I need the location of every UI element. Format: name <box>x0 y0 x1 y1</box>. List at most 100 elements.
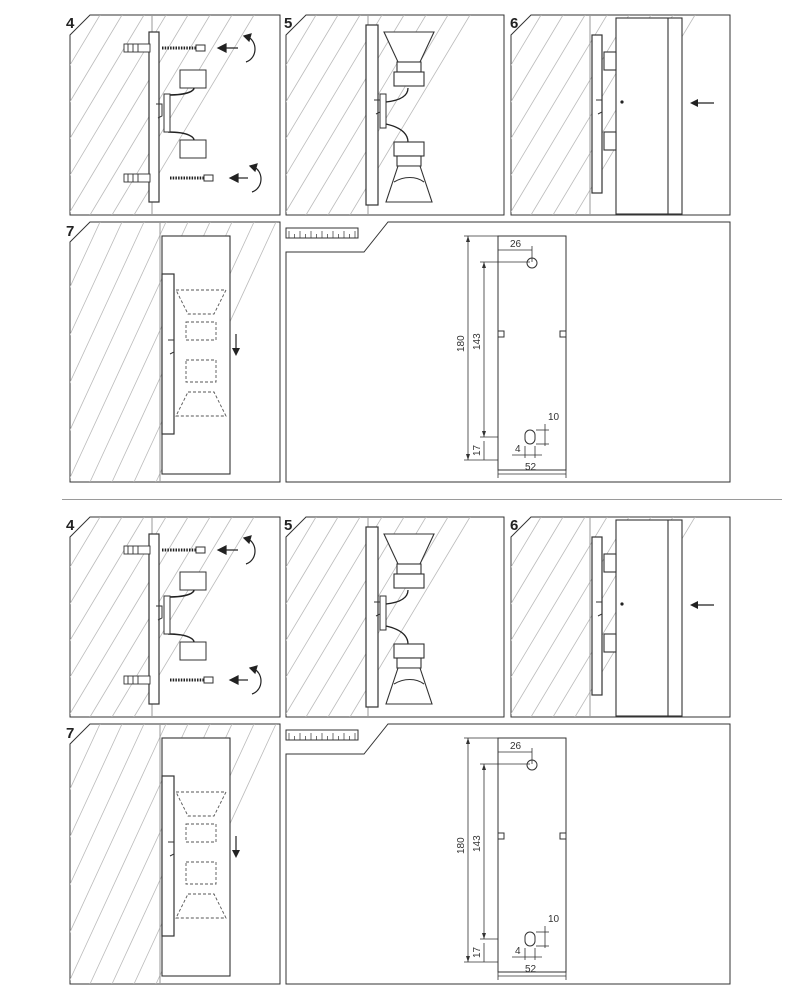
hatch-line <box>0 517 34 717</box>
hatch-line <box>286 517 317 717</box>
hidden-spotlights <box>175 791 227 919</box>
step-7-label: 7 <box>66 223 74 240</box>
terminal-clip <box>156 595 171 635</box>
step-7-panel: 7 <box>0 221 281 483</box>
hatch-line <box>70 222 123 482</box>
drilling-template-panel: 26 180 143 10 17 4 52 <box>285 221 731 483</box>
step-6-panel: 6 <box>510 14 731 216</box>
hatch-line <box>511 517 564 717</box>
junction-box-bottom <box>179 641 207 661</box>
hatch-line <box>286 517 383 717</box>
terminal-clip <box>156 93 171 133</box>
terminal-clip <box>596 99 603 115</box>
screw-bottom <box>170 676 214 684</box>
hatch-line <box>511 15 564 215</box>
cable <box>385 589 409 645</box>
dimension-143-label: 143 <box>472 835 483 852</box>
junction-box-top <box>179 571 207 591</box>
step-7-panel: 7 <box>0 723 281 985</box>
screw-top <box>162 546 206 554</box>
dimension-52-label: 52 <box>525 462 537 473</box>
hatch-line <box>286 15 339 215</box>
dimension-180-label: 180 <box>456 335 467 352</box>
arrow-down-icon <box>232 334 240 356</box>
dimension-4-label: 4 <box>515 946 521 957</box>
step-4-panel: 4 <box>0 516 281 718</box>
hatch-line <box>511 517 630 717</box>
mounting-plate <box>148 533 160 705</box>
terminal-clip <box>168 339 175 355</box>
drilling-template-panel: 26 180 143 10 17 4 52 <box>285 723 731 985</box>
hatch-line <box>70 517 101 717</box>
hatch-line <box>0 517 12 717</box>
dimension-lines <box>464 737 567 980</box>
arrow-left-icon <box>690 99 714 107</box>
instruction-drawing: 4 <box>0 516 731 985</box>
hatch-line <box>70 517 123 717</box>
spotlight-bottom <box>385 643 433 705</box>
side-notch <box>497 330 505 338</box>
mounting-plate <box>161 775 175 937</box>
hatch-line <box>286 517 339 717</box>
dimension-143-label: 143 <box>472 333 483 350</box>
rotate-arrow-icon <box>228 665 262 695</box>
mounting-plate <box>365 24 379 206</box>
step-4-label: 4 <box>66 517 75 534</box>
cable <box>167 87 195 141</box>
side-notch <box>559 330 567 338</box>
step-5-label: 5 <box>284 15 292 32</box>
hatch-line <box>70 724 123 984</box>
hatch-line <box>0 724 56 984</box>
dimension-arrows <box>466 236 486 460</box>
mounting-plate <box>161 273 175 435</box>
dimension-26-label: 26 <box>510 741 522 752</box>
dimension-lines <box>464 235 567 478</box>
hatch-line <box>70 222 167 482</box>
dimension-arrows <box>466 738 486 962</box>
hatch-line <box>0 222 12 482</box>
dimension-17-label: 17 <box>472 946 483 958</box>
mounting-plate <box>365 526 379 708</box>
instruction-sheet-1: 4 <box>0 0 800 500</box>
junction-box-bottom <box>179 139 207 159</box>
dimension-17-label: 17 <box>472 444 483 456</box>
hatch-line <box>511 15 608 215</box>
screw-top <box>162 44 206 52</box>
arrow-left-icon <box>690 601 714 609</box>
fixture-housing <box>603 17 683 215</box>
step-6-panel: 6 <box>510 516 731 718</box>
hatch-line <box>0 724 12 984</box>
mounting-plate <box>148 31 160 203</box>
side-notch <box>559 832 567 840</box>
spotlight-top <box>383 31 435 87</box>
cable <box>167 589 195 643</box>
dimension-10-label: 10 <box>548 412 560 423</box>
arrow-down-icon <box>232 836 240 858</box>
hatch-line <box>70 517 79 717</box>
step-7-label: 7 <box>66 725 74 742</box>
hatch-line <box>511 517 586 717</box>
hatch-line <box>286 15 383 215</box>
spotlight-bottom <box>385 141 433 203</box>
hatch-line <box>511 15 630 215</box>
junction-box-top <box>179 69 207 89</box>
step-4-panel: 4 <box>0 14 281 216</box>
hatch-line <box>511 15 586 215</box>
dimension-26-label: 26 <box>510 239 522 250</box>
terminal-clip <box>374 595 387 631</box>
hatch-line <box>0 724 34 984</box>
alignment-dot <box>620 100 624 104</box>
step-5-panel: 5 <box>284 14 505 216</box>
hatch-line <box>286 517 405 717</box>
dimension-10-label: 10 <box>548 914 560 925</box>
cable <box>385 87 409 143</box>
terminal-clip <box>168 841 175 857</box>
hatch-line <box>0 15 34 215</box>
side-notch <box>497 832 505 840</box>
hatch-line <box>70 724 145 984</box>
hatch-line <box>70 15 123 215</box>
step-6-label: 6 <box>510 15 518 32</box>
hatch-line <box>286 517 361 717</box>
hatch-line <box>511 517 542 717</box>
hatch-line <box>0 517 56 717</box>
